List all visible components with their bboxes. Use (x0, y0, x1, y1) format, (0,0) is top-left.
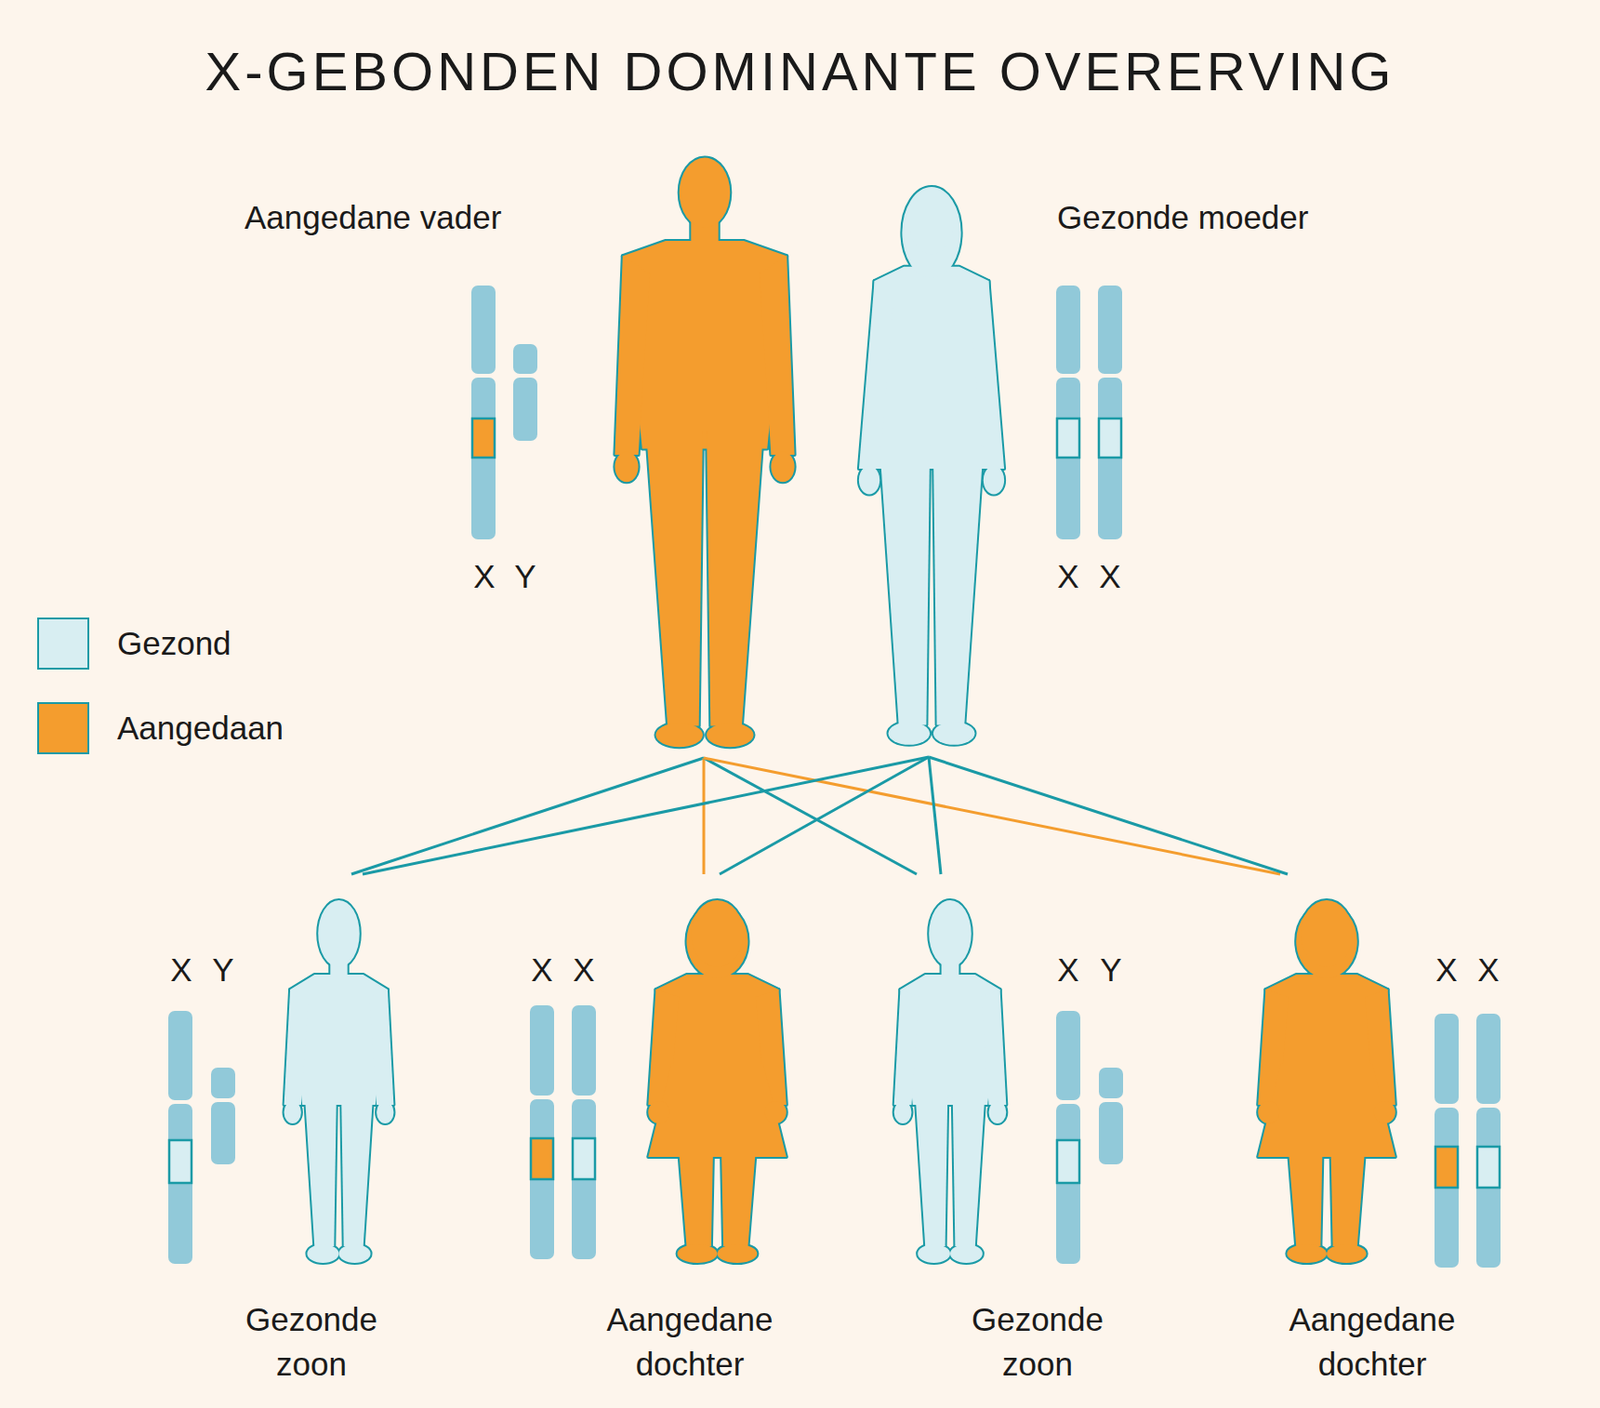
person-silhouette (614, 158, 794, 748)
chromosome-letter: Y (514, 557, 536, 596)
person-label: Gezonde moeder (1057, 195, 1355, 240)
person-silhouette (284, 899, 395, 1263)
chromosome (571, 1004, 596, 1259)
person-silhouette (647, 899, 787, 1263)
person-label: Gezonde zoon (218, 1296, 405, 1387)
person-silhouette (859, 186, 1005, 745)
legend-text: Aangedaan (117, 709, 284, 747)
chromosome (1056, 1010, 1081, 1264)
chromosome-letter: X (1057, 557, 1079, 596)
legend-item: Aangedaan (37, 701, 284, 754)
chromosome-letter: X (572, 951, 595, 989)
person-label-box: Aangedane vader (244, 195, 580, 240)
chromosome (471, 285, 496, 540)
person-label: Aangedane dochter (1279, 1296, 1466, 1387)
chromosome-letter: X (1477, 951, 1499, 989)
chromosome (1434, 1013, 1459, 1268)
person-label: Aangedane dochter (596, 1296, 783, 1387)
person-figure: Gezonde zoon (218, 873, 414, 1395)
chromosome (211, 1067, 236, 1164)
inheritance-line (702, 757, 706, 874)
chromosome-letter: Y (211, 951, 234, 989)
inheritance-line (703, 757, 917, 874)
person-label: Aangedane vader (244, 195, 580, 240)
chromosome-letter: X (170, 951, 192, 989)
chromosome (1476, 1013, 1501, 1268)
chromosome-letter: X (1098, 557, 1121, 596)
person-silhouette (1257, 899, 1396, 1263)
silhouette-outline (237, 153, 809, 758)
person-label-box: Gezonde zoon (218, 1296, 405, 1387)
person-silhouette (894, 899, 1007, 1263)
person-figure: Gezonde moeder (836, 184, 1358, 757)
chromosome-letter: X (1435, 951, 1457, 989)
person-label: Gezonde zoon (944, 1296, 1131, 1387)
person-label-box: Aangedane dochter (1279, 1296, 1466, 1387)
silhouette-outline (836, 184, 1358, 757)
person-label-box: Gezonde zoon (944, 1296, 1131, 1387)
chromosome-letter: X (530, 951, 553, 989)
person-figure: Gezonde zoon (883, 873, 1135, 1395)
legend-swatch (37, 701, 90, 754)
inheritance-line (719, 756, 929, 874)
person-label-box: Aangedane dochter (596, 1296, 783, 1387)
inheritance-line (928, 756, 1288, 874)
diagram-title: X-GEBONDEN DOMINANTE OVERERVING (0, 39, 1600, 105)
inheritance-line (351, 757, 704, 874)
chromosome (529, 1004, 555, 1259)
person-label-box: Gezonde moeder (1057, 195, 1355, 240)
chromosome-letter: Y (1099, 951, 1122, 989)
inheritance-line (703, 757, 1281, 874)
legend-text: Gezond (117, 624, 232, 662)
person-figure: Aangedane dochter (595, 873, 802, 1395)
chromosome (1056, 285, 1081, 540)
chromosome (1098, 1067, 1124, 1164)
person-figure: Aangedane vader (237, 153, 809, 758)
legend-swatch (37, 617, 90, 670)
chromosome (1097, 285, 1123, 540)
chromosome-letter: X (1057, 951, 1079, 989)
inheritance-line (362, 756, 929, 874)
chromosome (168, 1010, 193, 1264)
legend-item: Gezond (37, 617, 232, 670)
person-figure: Aangedane dochter (1245, 873, 1479, 1395)
inheritance-line (928, 756, 941, 874)
chromosome-letter: X (473, 557, 495, 596)
chromosome (513, 343, 538, 441)
